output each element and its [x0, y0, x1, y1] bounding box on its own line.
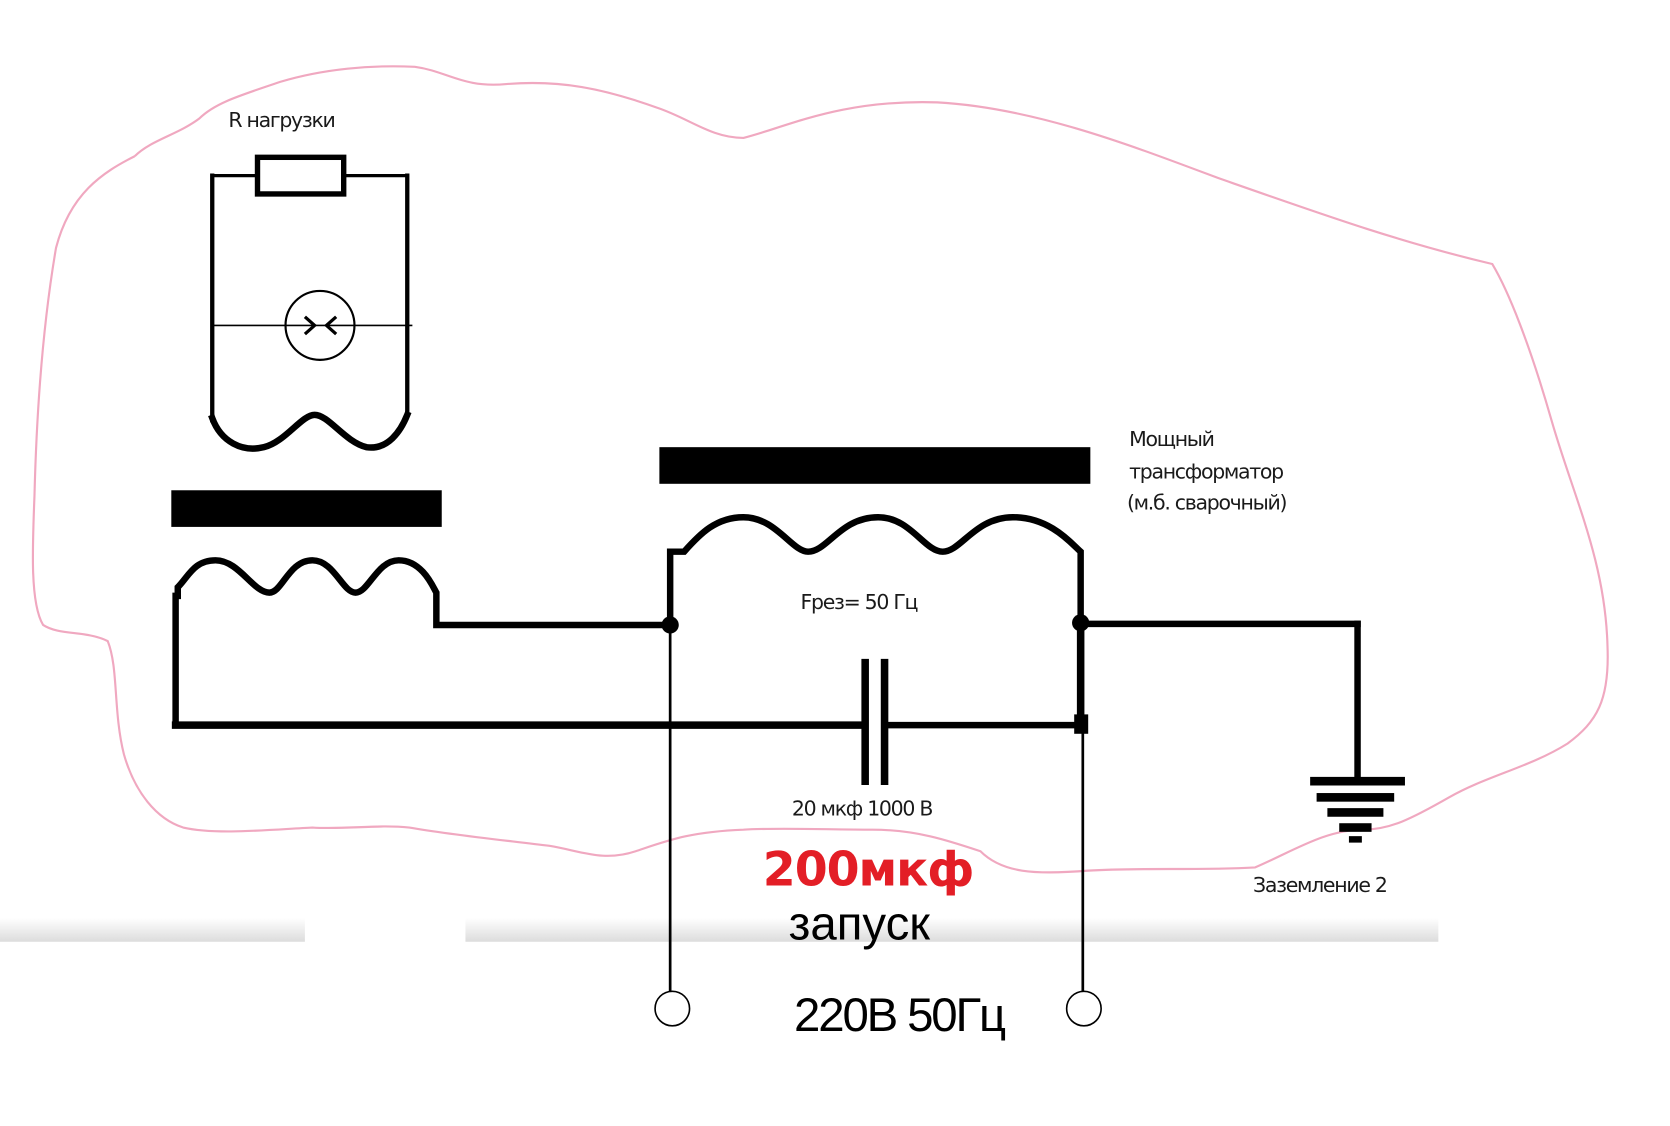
power-transformer-label-2: трансформатор [1129, 459, 1283, 483]
resonant-capacitor: 20 мкф 1000 В [792, 621, 1087, 821]
load-circuit: R нагрузки [208, 108, 413, 452]
junction-dot [1074, 714, 1089, 734]
ground-connection: Заземление 2 [1077, 620, 1405, 897]
small-transformer-coil [174, 557, 663, 629]
junctions [661, 614, 1090, 734]
power-transformer-label-1: Мощный [1129, 427, 1214, 451]
load-resistor-label: R нагрузки [228, 108, 334, 132]
power-transformer-core [659, 447, 1091, 484]
resonance-frequency-label: Fрез= 50 Гц [801, 590, 918, 614]
power-transformer-label-3: (м.б. сварочный) [1127, 491, 1286, 515]
power-transformer: Мощный трансформатор (м.б. сварочный) Fр… [659, 427, 1288, 629]
supply-input [654, 632, 1102, 1027]
ground-icon [1310, 776, 1405, 843]
annotation-outline [31, 65, 1609, 874]
power-transformer-coil [666, 513, 1084, 629]
capacitor-rating-label: 20 мкф 1000 В [792, 797, 932, 821]
supply-label: 220В 50Гц [794, 989, 1006, 1042]
secondary-coil-upper [208, 410, 412, 452]
small-transformer [171, 490, 866, 729]
ground-label: Заземление 2 [1253, 873, 1387, 897]
start-label: запуск [789, 898, 931, 951]
small-transformer-core [171, 490, 442, 527]
resistor-symbol [254, 154, 347, 197]
lamp-symbol [284, 289, 356, 361]
input-terminal-right[interactable] [1065, 990, 1102, 1027]
background-band [0, 918, 1439, 942]
start-annotation: 200мкф запуск 220В 50Гц [763, 843, 1008, 1042]
start-capacitor-label: 200мкф [763, 843, 973, 898]
input-terminal-left[interactable] [654, 990, 691, 1027]
junction-dot [661, 616, 679, 634]
